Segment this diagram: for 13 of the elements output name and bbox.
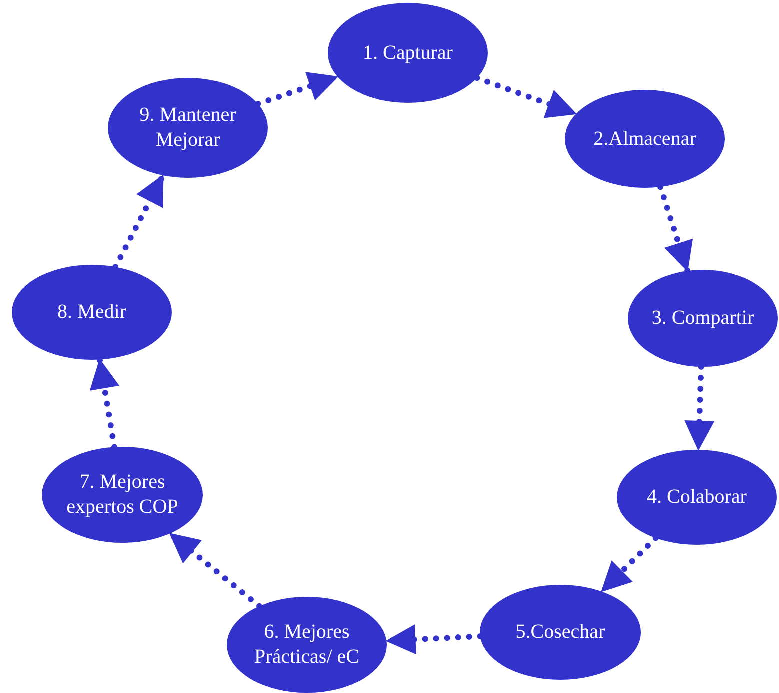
node-label: 6. Mejores Prácticas/ eC [254,620,360,670]
node-label: 8. Medir [58,300,126,325]
node-label: 1. Capturar [363,40,453,66]
dotted-arrow [167,530,262,610]
node-label: 9. Mantener Mejorar [138,103,238,153]
node-label: 2.Almacenar [594,126,696,152]
dotted-arrow [112,172,166,270]
node-label: 7. Mejores expertos COP [66,470,180,520]
dotted-arrow [684,364,715,453]
node-label: 4. Colaborar [647,485,747,510]
dotted-arrow [598,535,659,595]
node-label: 3. Compartir [652,306,754,331]
node-label: 5.Cosechar [516,620,606,645]
